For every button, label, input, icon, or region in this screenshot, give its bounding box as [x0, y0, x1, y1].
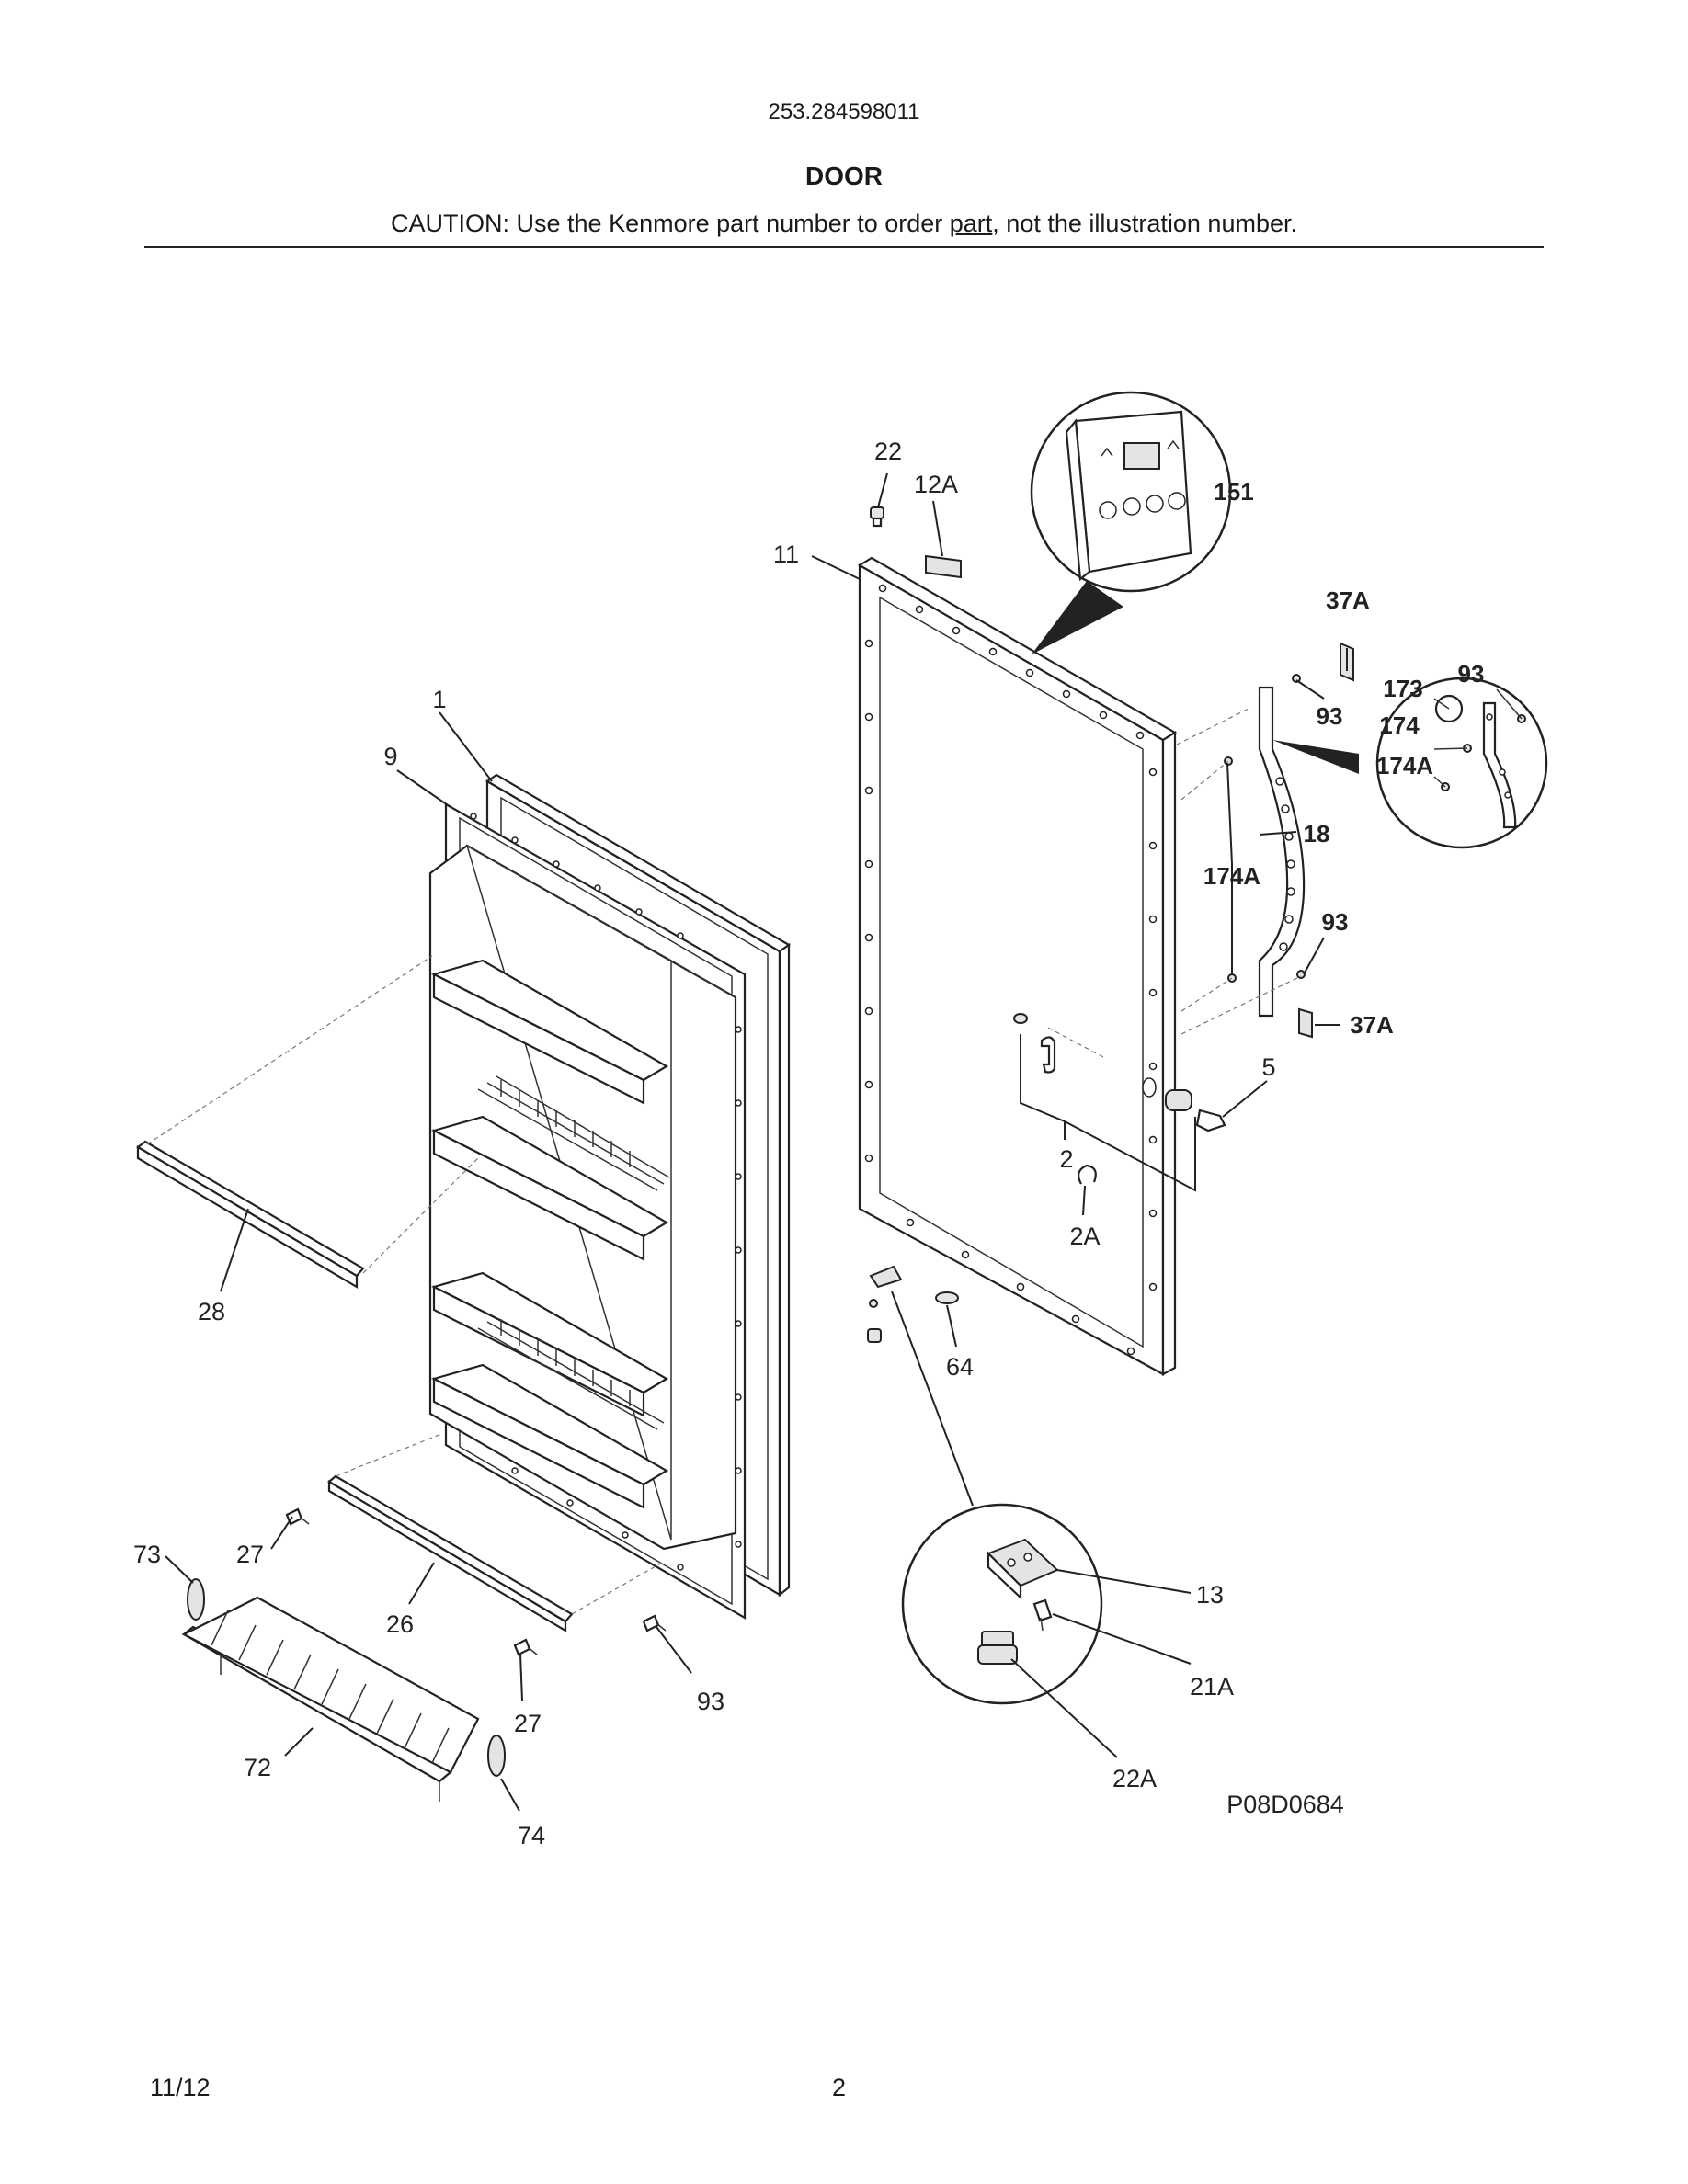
callout-174A-b: 174A — [1203, 862, 1260, 890]
callout-72: 72 — [244, 1754, 271, 1781]
door-panel-holes — [864, 584, 1158, 1356]
door-liner — [428, 773, 792, 1620]
callout-11: 11 — [773, 540, 799, 568]
rail-part-26 — [327, 1474, 574, 1632]
footer-date: 11/12 — [150, 2074, 211, 2101]
callout-93-b: 93 — [1458, 660, 1485, 688]
hinge-detail-circle — [901, 1503, 1103, 1705]
bottom-hinge-parts — [867, 1265, 959, 1343]
callout-5: 5 — [1261, 1053, 1275, 1081]
callout-93-a: 93 — [1317, 702, 1343, 730]
callout-12A: 12A — [914, 471, 958, 498]
caution-underlined-word: part — [949, 210, 993, 237]
header-divider — [144, 246, 1544, 248]
callout-73: 73 — [133, 1541, 161, 1568]
lock-part-5 — [1165, 1089, 1226, 1132]
callout-174: 174 — [1379, 711, 1420, 739]
end-cap-37A-bottom — [1298, 1007, 1313, 1039]
callout-151: 151 — [1214, 478, 1253, 506]
callout-93-d: 93 — [697, 1688, 724, 1715]
callout-2: 2 — [1059, 1145, 1073, 1173]
callout-27-a: 27 — [236, 1541, 264, 1568]
section-title: DOOR — [805, 162, 883, 190]
label-part-12A — [925, 554, 962, 579]
callout-26: 26 — [386, 1610, 414, 1638]
outer-door-panel — [857, 556, 1178, 1376]
callout-labels: 22 12A 11 151 37A 93 173 93 174 174A 18 … — [133, 438, 1484, 1849]
shelf-rail-part-28 — [136, 1140, 365, 1289]
basket-part-72 — [181, 1596, 480, 1802]
caution-prefix: CAUTION: Use the Kenmore part number to … — [391, 210, 950, 237]
handle-part-18 — [1258, 686, 1306, 1018]
callout-173: 173 — [1383, 675, 1422, 702]
end-cap-part-74 — [487, 1735, 506, 1777]
end-cap-part-73 — [187, 1578, 205, 1621]
alignment-dashes — [146, 707, 1302, 1615]
liner-shelves — [430, 959, 670, 1509]
leader-lines — [165, 472, 1523, 1812]
screw-part-93-bottom — [642, 1614, 667, 1632]
caution-suffix: , not the illustration number. — [992, 210, 1297, 237]
callout-174A-a: 174A — [1376, 752, 1433, 779]
callout-18: 18 — [1304, 820, 1330, 847]
model-number: 253.284598011 — [768, 99, 920, 124]
caution-text: CAUTION: Use the Kenmore part number to … — [0, 210, 1688, 238]
callout-9: 9 — [383, 743, 397, 770]
callout-21A: 21A — [1190, 1673, 1234, 1701]
callout-1: 1 — [432, 686, 446, 713]
control-panel-detail — [1030, 391, 1232, 654]
callout-37A-top: 37A — [1326, 586, 1370, 614]
callout-28: 28 — [198, 1298, 225, 1325]
callout-74: 74 — [518, 1822, 545, 1849]
page-number: 2 — [832, 2074, 847, 2101]
plug-part-22 — [870, 506, 884, 528]
callout-22: 22 — [874, 438, 902, 465]
callout-27-b: 27 — [514, 1710, 542, 1737]
handle-detail-circle — [1272, 677, 1548, 849]
latch-hook-part-2 — [1013, 1013, 1056, 1074]
callout-13: 13 — [1196, 1581, 1224, 1609]
callout-64: 64 — [946, 1353, 974, 1381]
callout-22A: 22A — [1112, 1765, 1157, 1792]
clip-part-2A — [1077, 1164, 1097, 1185]
callout-93-c: 93 — [1322, 908, 1349, 936]
drawing-code: P08D0684 — [1226, 1791, 1344, 1818]
liner-holes — [470, 813, 742, 1571]
callout-37A-bottom: 37A — [1350, 1011, 1394, 1039]
callout-2A: 2A — [1069, 1223, 1100, 1250]
